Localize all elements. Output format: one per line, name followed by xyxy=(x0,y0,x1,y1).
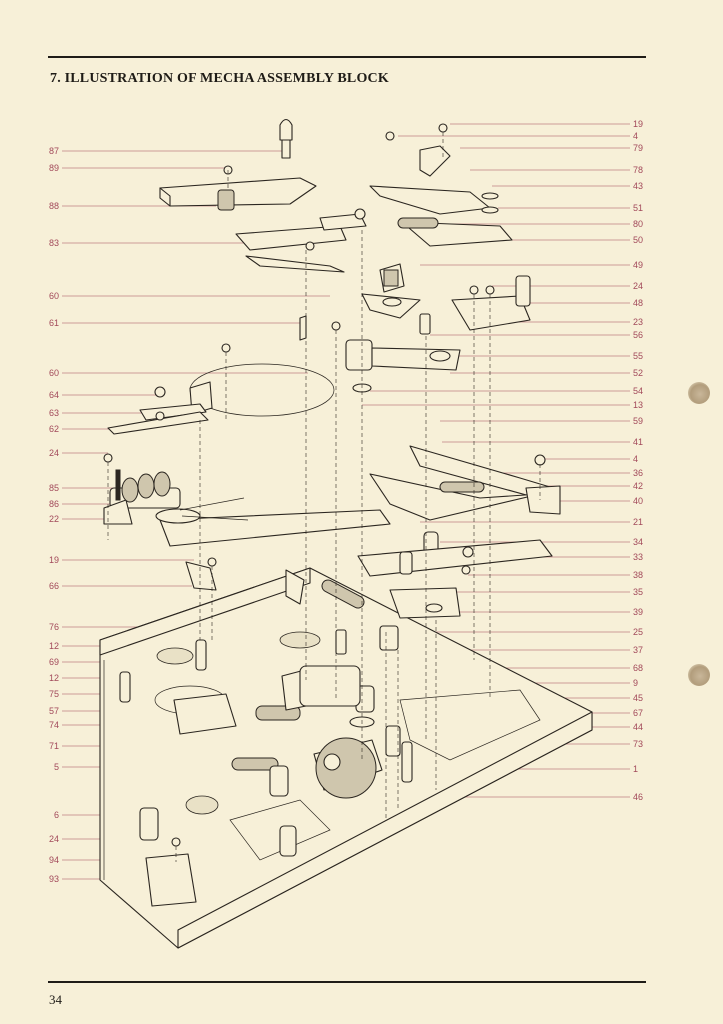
callout-label-right: 13 xyxy=(633,400,643,410)
callout-label-right: 40 xyxy=(633,496,643,506)
callout-label-right: 21 xyxy=(633,517,643,527)
callout-label-left: 5 xyxy=(54,762,59,772)
callout-label-right: 42 xyxy=(633,481,643,491)
callout-label-right: 48 xyxy=(633,298,643,308)
callout-label-left: 24 xyxy=(49,834,59,844)
callout-label-right: 39 xyxy=(633,607,643,617)
callout-label-right: 79 xyxy=(633,143,643,153)
callout-label-left: 60 xyxy=(49,291,59,301)
callout-label-left: 88 xyxy=(49,201,59,211)
callout-label-left: 86 xyxy=(49,499,59,509)
callout-label-right: 68 xyxy=(633,663,643,673)
callout-label-right: 51 xyxy=(633,203,643,213)
callout-label-left: 87 xyxy=(49,146,59,156)
callout-label-left: 57 xyxy=(49,706,59,716)
callout-label-right: 52 xyxy=(633,368,643,378)
callout-label-right: 4 xyxy=(633,131,638,141)
callout-label-right: 24 xyxy=(633,281,643,291)
callout-label-left: 19 xyxy=(49,555,59,565)
slider-assemblies xyxy=(155,445,561,619)
binder-punch-hole xyxy=(688,382,710,404)
callout-label-right: 34 xyxy=(633,537,643,547)
callout-label-left: 66 xyxy=(49,581,59,591)
callout-label-left: 76 xyxy=(49,622,59,632)
callout-label-right: 56 xyxy=(633,330,643,340)
callout-label-right: 80 xyxy=(633,219,643,229)
callout-label-left: 12 xyxy=(49,641,59,651)
callout-label-left: 62 xyxy=(49,424,59,434)
lower-mechanism xyxy=(119,569,413,907)
callout-label-right: 78 xyxy=(633,165,643,175)
left-spring-assembly xyxy=(103,453,249,591)
top-rule xyxy=(48,56,646,58)
callout-label-right: 54 xyxy=(633,386,643,396)
callout-label-right: 59 xyxy=(633,416,643,426)
callout-label-right: 25 xyxy=(633,627,643,637)
callout-label-left: 69 xyxy=(49,657,59,667)
callout-label-left: 63 xyxy=(49,408,59,418)
callout-label-right: 37 xyxy=(633,645,643,655)
callout-label-right: 36 xyxy=(633,468,643,478)
callout-label-right: 67 xyxy=(633,708,643,718)
callout-label-right: 41 xyxy=(633,437,643,447)
callout-label-left: 60 xyxy=(49,368,59,378)
callout-label-left: 89 xyxy=(49,163,59,173)
callout-label-right: 55 xyxy=(633,351,643,361)
callout-label-left: 6 xyxy=(54,810,59,820)
callout-label-left: 75 xyxy=(49,689,59,699)
callout-label-right: 33 xyxy=(633,552,643,562)
callout-label-right: 44 xyxy=(633,722,643,732)
page-number: 34 xyxy=(49,992,62,1007)
callout-label-right: 23 xyxy=(633,317,643,327)
callout-label-right: 45 xyxy=(633,693,643,703)
callout-label-left: 22 xyxy=(49,514,59,524)
capstan-housing xyxy=(107,313,461,435)
callout-label-left: 83 xyxy=(49,238,59,248)
callout-label-right: 9 xyxy=(633,678,638,688)
callout-label-right: 50 xyxy=(633,235,643,245)
callout-label-right: 19 xyxy=(633,119,643,129)
callout-label-left: 64 xyxy=(49,390,59,400)
callout-label-left: 12 xyxy=(49,673,59,683)
alignment-lines xyxy=(107,132,541,862)
callout-label-left: 85 xyxy=(49,483,59,493)
callout-label-left: 24 xyxy=(49,448,59,458)
callout-label-left: 74 xyxy=(49,720,59,730)
callout-label-right: 46 xyxy=(633,792,643,802)
callout-label-right: 73 xyxy=(633,739,643,749)
section-title: 7. ILLUSTRATION OF MECHA ASSEMBLY BLOCK xyxy=(50,71,389,86)
callout-label-right: 35 xyxy=(633,587,643,597)
bottom-rule xyxy=(48,981,646,983)
callout-label-right: 49 xyxy=(633,260,643,270)
callout-label-left: 71 xyxy=(49,741,59,751)
top-lever-assembly xyxy=(159,118,347,273)
callout-label-right: 4 xyxy=(633,454,638,464)
callout-label-left: 94 xyxy=(49,855,59,865)
callout-label-left: 93 xyxy=(49,874,59,884)
callout-label-right: 38 xyxy=(633,570,643,580)
upper-right-levers xyxy=(319,123,531,331)
callout-label-right: 43 xyxy=(633,181,643,191)
callout-label-right: 1 xyxy=(633,764,638,774)
callout-label-left: 61 xyxy=(49,318,59,328)
binder-punch-hole xyxy=(688,664,710,686)
